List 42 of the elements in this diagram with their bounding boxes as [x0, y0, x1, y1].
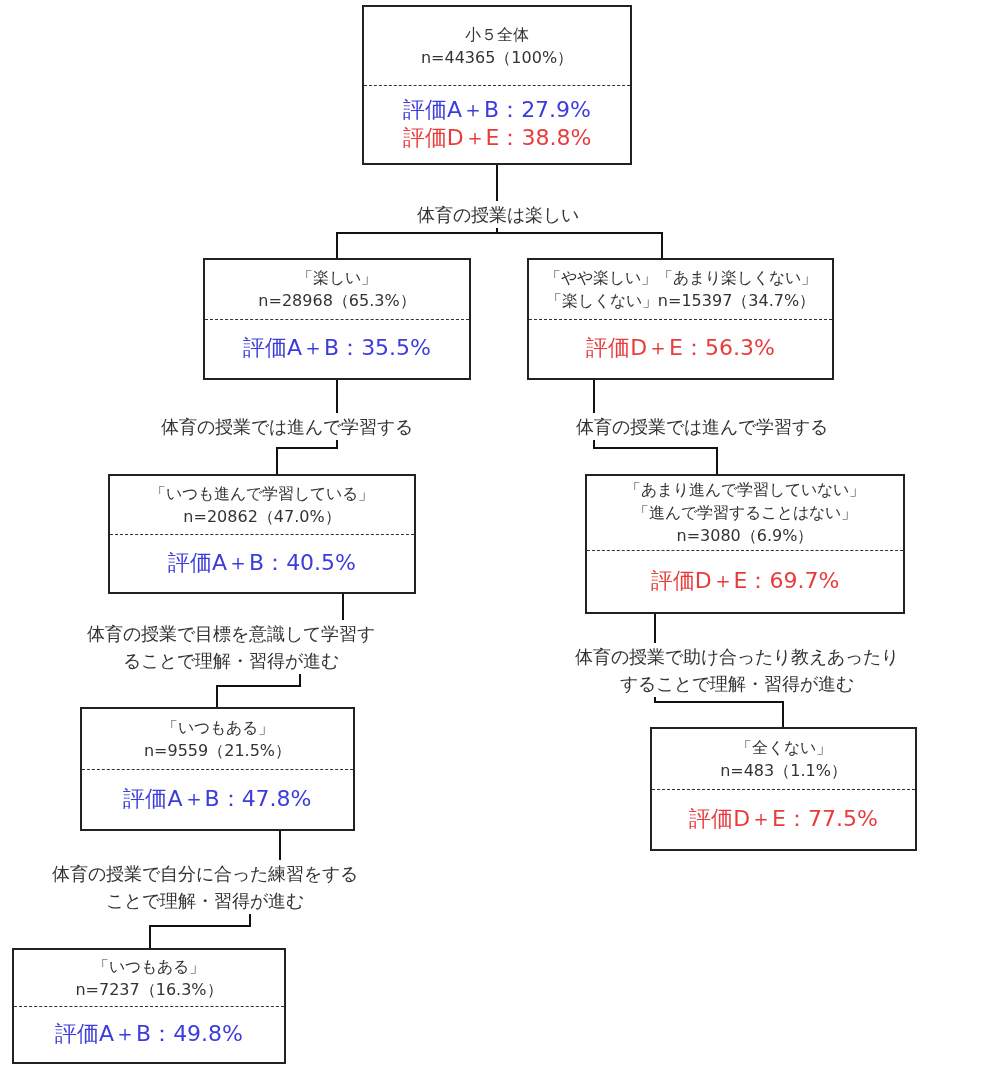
count-text: n=483（1.1%） [720, 759, 847, 782]
tree-connector [336, 379, 338, 414]
count-text: n=20862（47.0%） [183, 505, 341, 528]
result-box [108, 474, 416, 594]
rate-text: 評価D＋E：38.8% [402, 124, 592, 153]
rate-text: 評価A＋B：47.8% [123, 784, 312, 813]
group-label: 小５全体 [465, 23, 529, 46]
result-box [12, 948, 286, 1064]
result-box [527, 258, 834, 380]
tree-connector [593, 439, 718, 475]
count-text: n=9559（21.5%） [143, 739, 292, 762]
tree-connector [654, 613, 656, 644]
tree-connector [593, 379, 595, 414]
count-text: n=7237（16.3%） [75, 978, 223, 1001]
result-box [362, 5, 632, 165]
count-text: n=28968（65.3%） [258, 290, 416, 313]
tree-connector [654, 696, 784, 728]
group-label: 「全くない」 [735, 736, 832, 759]
tree-connector [279, 830, 281, 861]
group-label: 「いつも進んで学習している」 [150, 482, 374, 505]
group-label: 「やや楽しい」「あまり楽しくない」「楽しくない」n=15397（34.7%） [543, 267, 818, 313]
rate-text: 評価A＋B：27.9% [403, 95, 591, 124]
tree-connector [216, 673, 301, 708]
group-label: 「いつもある」 [161, 716, 274, 739]
tree-connector [342, 593, 344, 621]
rate-text: 評価A＋B：35.5% [243, 334, 431, 363]
tree-connector [276, 439, 338, 475]
count-text: n=3080（6.9%） [676, 525, 814, 548]
count-text: n=44365（100%） [420, 46, 574, 69]
rate-text: 評価D＋E：56.3% [586, 334, 775, 363]
result-box [585, 474, 905, 614]
result-box [650, 727, 917, 851]
rate-text: 評価D＋E：77.5% [689, 804, 878, 833]
group-label: 「いつもある」 [93, 955, 205, 978]
rate-text: 評価D＋E：69.7% [650, 567, 840, 595]
result-box [203, 258, 471, 380]
tree-connector [149, 913, 251, 949]
rate-text: 評価A＋B：40.5% [168, 548, 356, 577]
tree-connector [496, 164, 498, 202]
result-box [80, 707, 355, 831]
rate-text: 評価A＋B：49.8% [55, 1019, 243, 1048]
group-label: 「楽しい」 [297, 267, 377, 290]
